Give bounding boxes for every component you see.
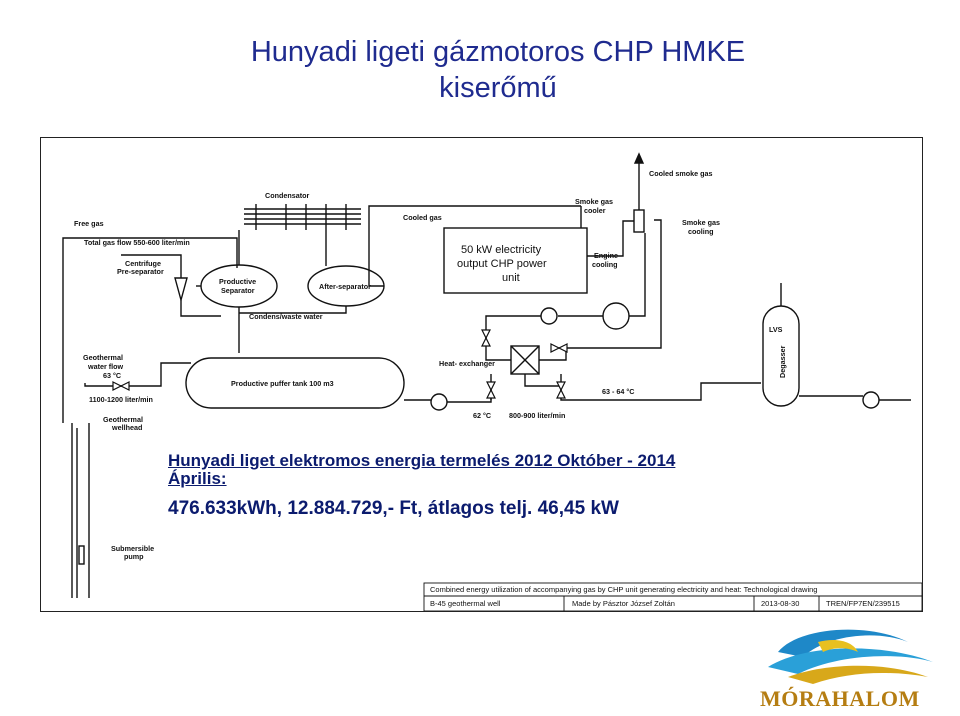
lvs-pump-shape [862,391,880,409]
after-sep-drain [239,306,347,314]
label-flow-800: 800-900 liter/min [509,411,565,420]
title-block [423,582,922,611]
process-diagram-svg: Free gas Total gas flow 550-600 liter/mi… [62,152,922,611]
label-condensator: Condensator [265,191,310,200]
cooling-return [566,219,662,349]
after-sep-gas-out [368,205,436,287]
title-line-2: kiserőmű [439,72,557,104]
chp-to-smoke-cooler [587,220,634,257]
hx-bottom-mid [524,374,561,387]
smoke-gas-cooler-shape [633,209,645,233]
label-degasser: Degasser [778,345,787,378]
puffer-tank-shape [185,357,405,409]
slide-title: Hunyadi ligeti gázmotoros CHP HMKE kiser… [178,34,818,106]
label-geothermal-flow-3: 63 °C [103,371,121,380]
valve-5 [550,343,561,353]
label-flow-1100: 1100-1200 liter/min [89,395,153,404]
label-productive-separator-2: Separator [221,286,255,295]
title-block-ref: TREN/FP7EN/239515 [826,599,900,608]
tank-pump-shape [430,393,448,411]
pump-to-valve [485,315,541,348]
label-chp-3: unit [502,272,520,284]
valve-5b [557,343,568,353]
engine-pump-shape [540,307,558,325]
hx-left-in [485,348,511,361]
label-submersible-pump-1: Submersible [111,544,154,553]
tank-to-hx [447,390,492,403]
label-smoke-gas-cooler-1: Smoke gas [575,197,613,206]
title-block-made-by: Made by Pásztor József Zoltán [572,599,675,608]
label-engine-cooling-1: Engine [594,251,618,260]
summary-figures: 476.633kWh, 12.884.729,- Ft, átlagos tel… [168,498,619,519]
label-free-gas: Free gas [74,219,104,228]
valve-4b [556,388,566,399]
label-geothermal-wellhead-2: wellhead [111,423,142,432]
hx-to-smoke-cooler [629,233,646,317]
label-chp-2: output CHP power [457,258,547,270]
label-puffer-tank: Productive puffer tank 100 m3 [231,379,334,388]
valve-4 [556,381,566,392]
valve-1 [112,381,123,391]
label-temp-62: 62 °C [473,411,491,420]
submersible-pump-shape [78,545,85,565]
title-block-description: Combined energy utilization of accompany… [430,585,818,594]
chp-unit-box [443,227,588,294]
label-cooled-gas: Cooled gas [403,213,442,222]
title-block-well: B-45 geothermal well [430,599,501,608]
summary-period-line1: Hunyadi liget elektromos energia termelé… [168,451,676,470]
centrifuge-shape [174,277,188,303]
logo-text: MÓRAHALOM [760,686,920,711]
valve-1b [119,381,130,391]
label-pre-separator: Pre-separator [117,267,164,276]
title-block-date: 2013-08-30 [761,599,800,608]
free-gas-pipe [62,237,238,423]
label-heat-exchanger: Heat- exchanger [439,359,495,368]
title-line-1: Hunyadi ligeti gázmotoros CHP HMKE [250,36,746,68]
label-productive-separator-1: Productive [219,277,256,286]
label-smoke-gas-cooler-2: cooler [584,206,606,215]
label-submersible-pump-2: pump [124,552,144,561]
production-summary: Hunyadi liget elektromos energia termelé… [168,452,908,520]
label-chp-1: 50 kW electricity [461,244,542,256]
valve-2 [481,329,491,340]
water-flow-pipe [84,362,191,387]
technological-drawing: Free gas Total gas flow 550-600 liter/mi… [40,137,923,612]
label-engine-cooling-2: cooling [592,260,618,269]
hx-to-lvs [560,374,761,401]
label-geothermal-flow-2: water flow [87,362,124,371]
morahalom-logo-icon [768,629,933,684]
label-lvs: LVS [769,325,783,334]
label-smoke-gas-cooling-2: cooling [688,227,714,236]
centrifuge-to-separator [180,300,221,317]
smoke-arrow [633,152,645,164]
valve-2b [481,336,491,347]
label-temp-63-64: 63 - 64 °C [602,387,634,396]
label-after-separator: After-separator [319,282,371,291]
label-total-gas-flow: Total gas flow 550-600 liter/min [84,238,190,247]
summary-period-line2: Április: [168,469,227,488]
label-condens-waste: Condens/waste water [249,312,323,321]
label-smoke-gas-cooling-1: Smoke gas [682,218,720,227]
valve-3 [486,381,496,392]
label-geothermal-flow-1: Geothermal [83,353,123,362]
engine-cooling-hx-shape [602,302,630,330]
label-geothermal-wellhead-1: Geothermal [103,415,143,424]
valve-3b [486,388,496,399]
label-cooled-smoke-gas: Cooled smoke gas [649,169,713,178]
label-centrifuge: Centrifuge [125,259,161,268]
gas-to-centrifuge [121,254,182,278]
